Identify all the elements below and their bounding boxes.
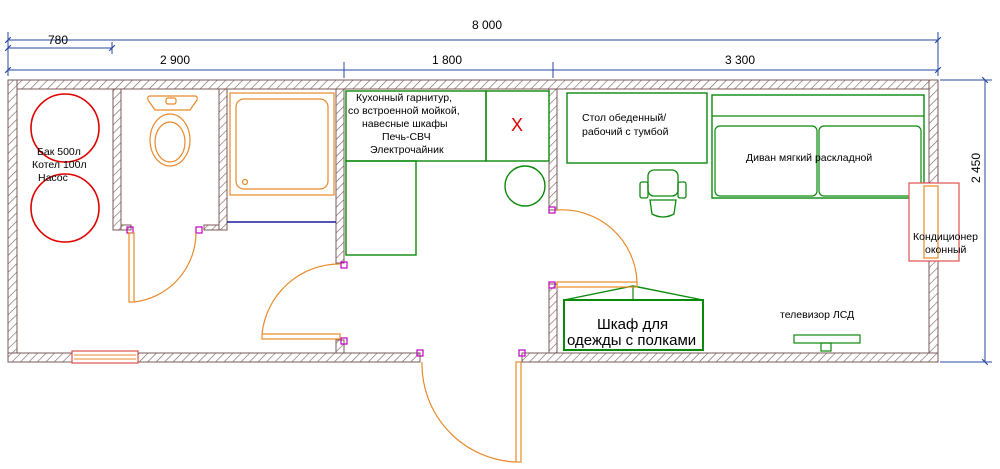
- ac-label-line1: Кондиционер: [913, 231, 978, 243]
- kitchen-unit: Кухонный гарнитур, со встроенной мойкой,…: [345, 90, 550, 256]
- table-label-line2: рабочий с тумбой: [582, 126, 669, 138]
- wardrobe-label-line2: одежды с полками: [567, 332, 696, 349]
- ac-label-line2: оконный: [925, 244, 967, 256]
- utility-label-boiler: Котел 100л: [32, 159, 87, 171]
- shower-tray-icon: [229, 92, 335, 196]
- dimension-sections: 2 900 1 800 3 300: [4, 53, 942, 78]
- dining-table: Стол обеденный/ рабочий с тумбой: [566, 92, 708, 164]
- dimension-tank-offset: 780: [4, 33, 116, 54]
- kitchen-label-line1: Кухонный гарнитур,: [356, 92, 452, 104]
- dimension-height-label: 2 450: [969, 153, 983, 183]
- entrance-door[interactable]: [421, 361, 522, 463]
- living-room-door[interactable]: [556, 209, 638, 288]
- utility-label-tank: Бак 500л: [37, 146, 81, 158]
- wardrobe-label-line1: Шкаф для: [597, 316, 668, 333]
- stool-icon: [504, 165, 546, 207]
- dimension-tank-offset-label: 780: [48, 33, 68, 47]
- tv-label: телевизор ЛСД: [780, 309, 854, 321]
- dimension-overall: 8 000: [4, 18, 942, 76]
- utility-label-pump: Насос: [38, 172, 68, 184]
- tv-icon: телевизор ЛСД: [780, 309, 861, 352]
- chair-icon: [639, 169, 687, 218]
- dimension-section-3-label: 3 300: [725, 53, 755, 67]
- dimension-height: 2 450: [940, 76, 992, 366]
- dimension-overall-label: 8 000: [472, 18, 502, 32]
- wardrobe: Шкаф для одежды с полками: [563, 285, 704, 351]
- kitchen-label-line2: со встроенной мойкой,: [348, 105, 460, 117]
- kitchen-x-mark: X: [511, 115, 523, 135]
- door-hinges: [126, 182, 933, 357]
- boiler-icon: [30, 173, 100, 243]
- table-label-line1: Стол обеденный/: [582, 112, 666, 124]
- bathroom-door[interactable]: [261, 263, 341, 340]
- water-tank-icon: [30, 93, 100, 163]
- toilet-icon: [147, 95, 198, 167]
- dimension-section-1-label: 2 900: [160, 53, 190, 67]
- sofa-label: Диван мягкий раскладной: [746, 152, 872, 164]
- window-bottom-left: [71, 350, 139, 364]
- kitchen-label-line4: Печь-СВЧ: [382, 131, 431, 143]
- utility-room: Бак 500л Котел 100л Насос: [30, 93, 100, 243]
- sofa: Диван мягкий раскладной: [711, 94, 925, 199]
- kitchen-label-line3: навесные шкафы: [362, 118, 448, 130]
- kitchen-label-line5: Электрочайник: [370, 144, 444, 156]
- toilet-door[interactable]: [128, 232, 197, 303]
- air-conditioner: Кондиционер оконный: [908, 182, 978, 262]
- dimension-section-2-label: 1 800: [432, 53, 462, 67]
